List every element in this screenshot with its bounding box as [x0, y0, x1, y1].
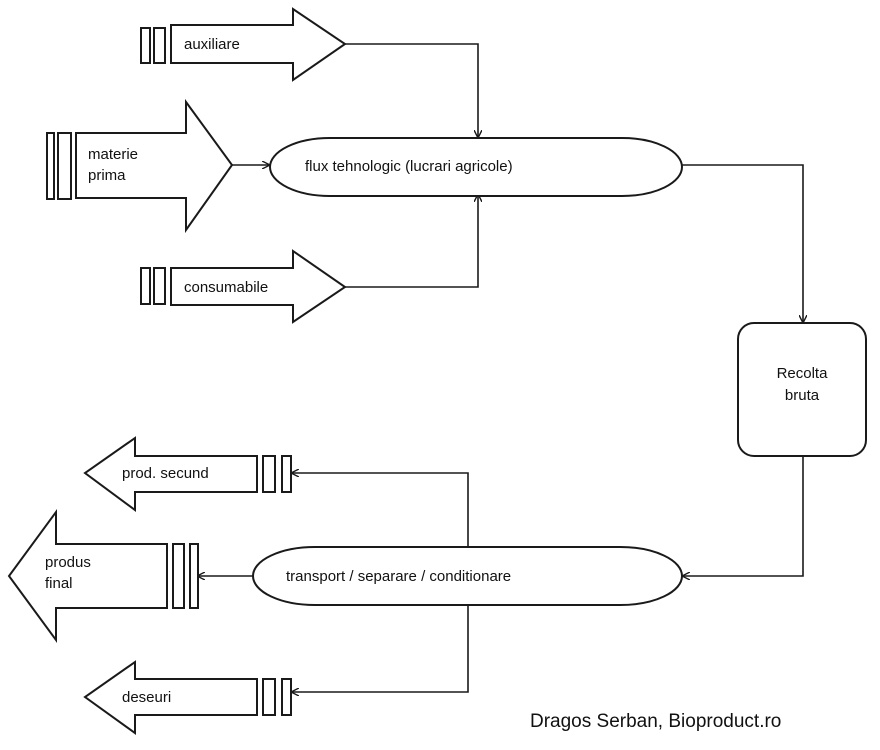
process-ellipse — [252, 546, 683, 606]
arrow-shape — [83, 436, 258, 512]
input-label-materie-line2: prima — [88, 167, 126, 184]
output-label-produs-final-line1: produs — [45, 554, 91, 571]
stock-bar — [281, 678, 292, 716]
stock-bar — [262, 455, 276, 493]
connector-process-to-recolta — [682, 164, 803, 322]
arrow-shape — [7, 508, 168, 644]
stock-bar — [262, 678, 276, 716]
connector-recolta-to-process2 — [683, 456, 804, 576]
process-flux-tehnologic: flux tehnologic (lucrari agricole) — [269, 137, 683, 197]
stock-bar — [281, 455, 292, 493]
input-label-consumabile: consumabile — [184, 279, 268, 296]
stock-bar — [153, 27, 166, 64]
arrow-shape — [170, 7, 347, 82]
connector-to-prod-secund — [292, 473, 469, 547]
recolta-label-line1: Recolta — [777, 365, 829, 382]
arrow-shape — [75, 98, 234, 234]
arrow-shape — [170, 249, 347, 324]
stock-bar — [140, 267, 151, 305]
output-arrow-prod-secund: prod. secund — [83, 436, 292, 512]
connector-to-deseuri — [292, 605, 469, 692]
output-arrow-produs-final: produs final — [7, 508, 199, 644]
connector-auxiliare-to-process — [345, 43, 478, 137]
stock-bar — [46, 132, 55, 200]
process-ellipse — [269, 137, 683, 197]
input-label-materie-line1: materie — [88, 146, 138, 163]
input-arrow-consumabile: consumabile — [140, 249, 347, 324]
input-label-auxiliare: auxiliare — [184, 36, 240, 53]
stock-bar — [172, 543, 185, 609]
arrow-shape — [83, 660, 258, 735]
recolta-label-line2: bruta — [785, 387, 820, 404]
process-label-transport: transport / separare / conditionare — [286, 568, 511, 585]
connector-consumabile-to-process — [345, 195, 478, 288]
output-label-produs-final-line2: final — [45, 575, 73, 592]
input-arrow-materie-prima: materie prima — [46, 98, 234, 234]
stock-bar — [189, 543, 199, 609]
recolta-box — [737, 322, 867, 457]
stock-bar — [153, 267, 166, 305]
process-transport: transport / separare / conditionare — [252, 546, 683, 606]
output-arrow-deseuri: deseuri — [83, 660, 292, 735]
input-arrow-auxiliare: auxiliare — [140, 7, 347, 82]
credit-text: Dragos Serban, Bioproduct.ro — [530, 711, 781, 732]
stock-bar — [140, 27, 151, 64]
stock-bar — [57, 132, 72, 200]
output-label-prod-secund: prod. secund — [122, 465, 209, 482]
process-label-flux: flux tehnologic (lucrari agricole) — [305, 158, 513, 175]
node-recolta-bruta: Recolta bruta — [737, 322, 867, 457]
output-label-deseuri: deseuri — [122, 689, 171, 706]
